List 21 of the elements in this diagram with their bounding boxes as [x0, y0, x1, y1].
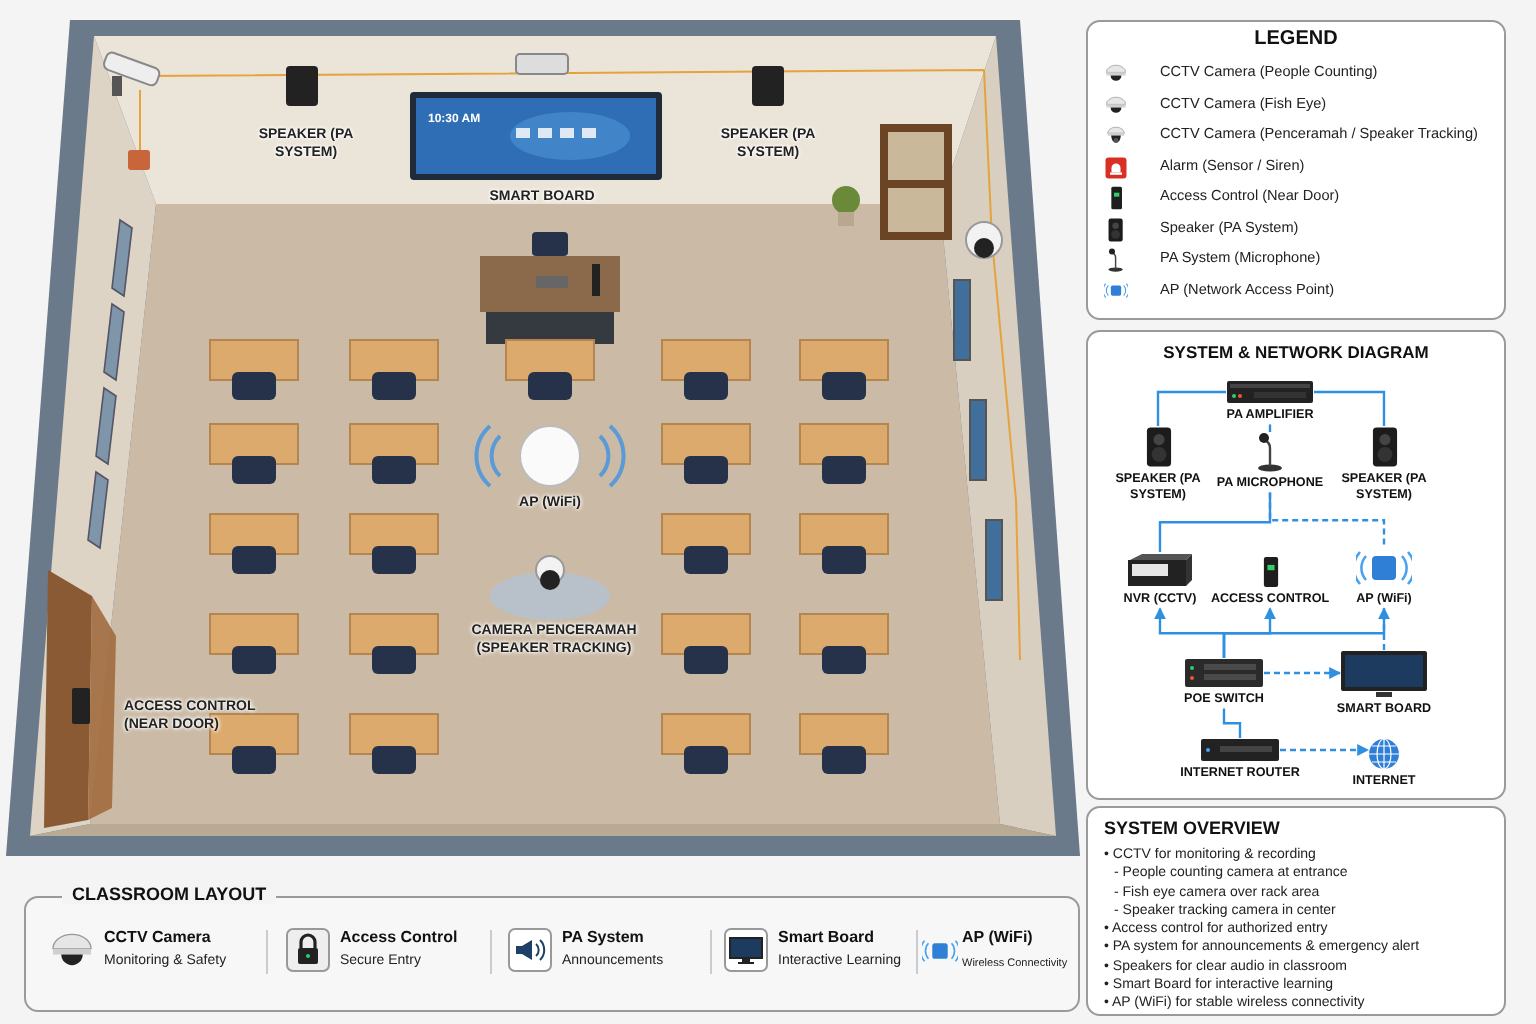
dashed-connector [1268, 492, 1386, 548]
item-title: Smart Board [778, 928, 875, 946]
panel-title: CLASSROOM LAYOUT [62, 884, 277, 904]
item-title: Access Control [340, 928, 458, 946]
connector [1268, 424, 1272, 432]
legend-title: LEGEND [1252, 28, 1340, 50]
connector [1314, 390, 1386, 426]
panel-title: SYSTEM & NETWORK DIAGRAM [1161, 342, 1431, 362]
connector [1158, 492, 1272, 552]
connector [1222, 607, 1390, 658]
overview-title: SYSTEM OVERVIEW [1104, 818, 1282, 842]
item-title: CCTV Camera [104, 928, 211, 946]
dashed-connector [1382, 608, 1386, 650]
connector [1156, 390, 1226, 426]
connector [1222, 708, 1242, 738]
network-panel [1086, 330, 1506, 800]
dashed-connector [1280, 744, 1370, 756]
item-title: PA System [562, 928, 644, 946]
dashed-connector [1264, 667, 1342, 679]
overview-panel [1086, 806, 1506, 1016]
item-title: AP (WiFi) [962, 928, 1033, 946]
